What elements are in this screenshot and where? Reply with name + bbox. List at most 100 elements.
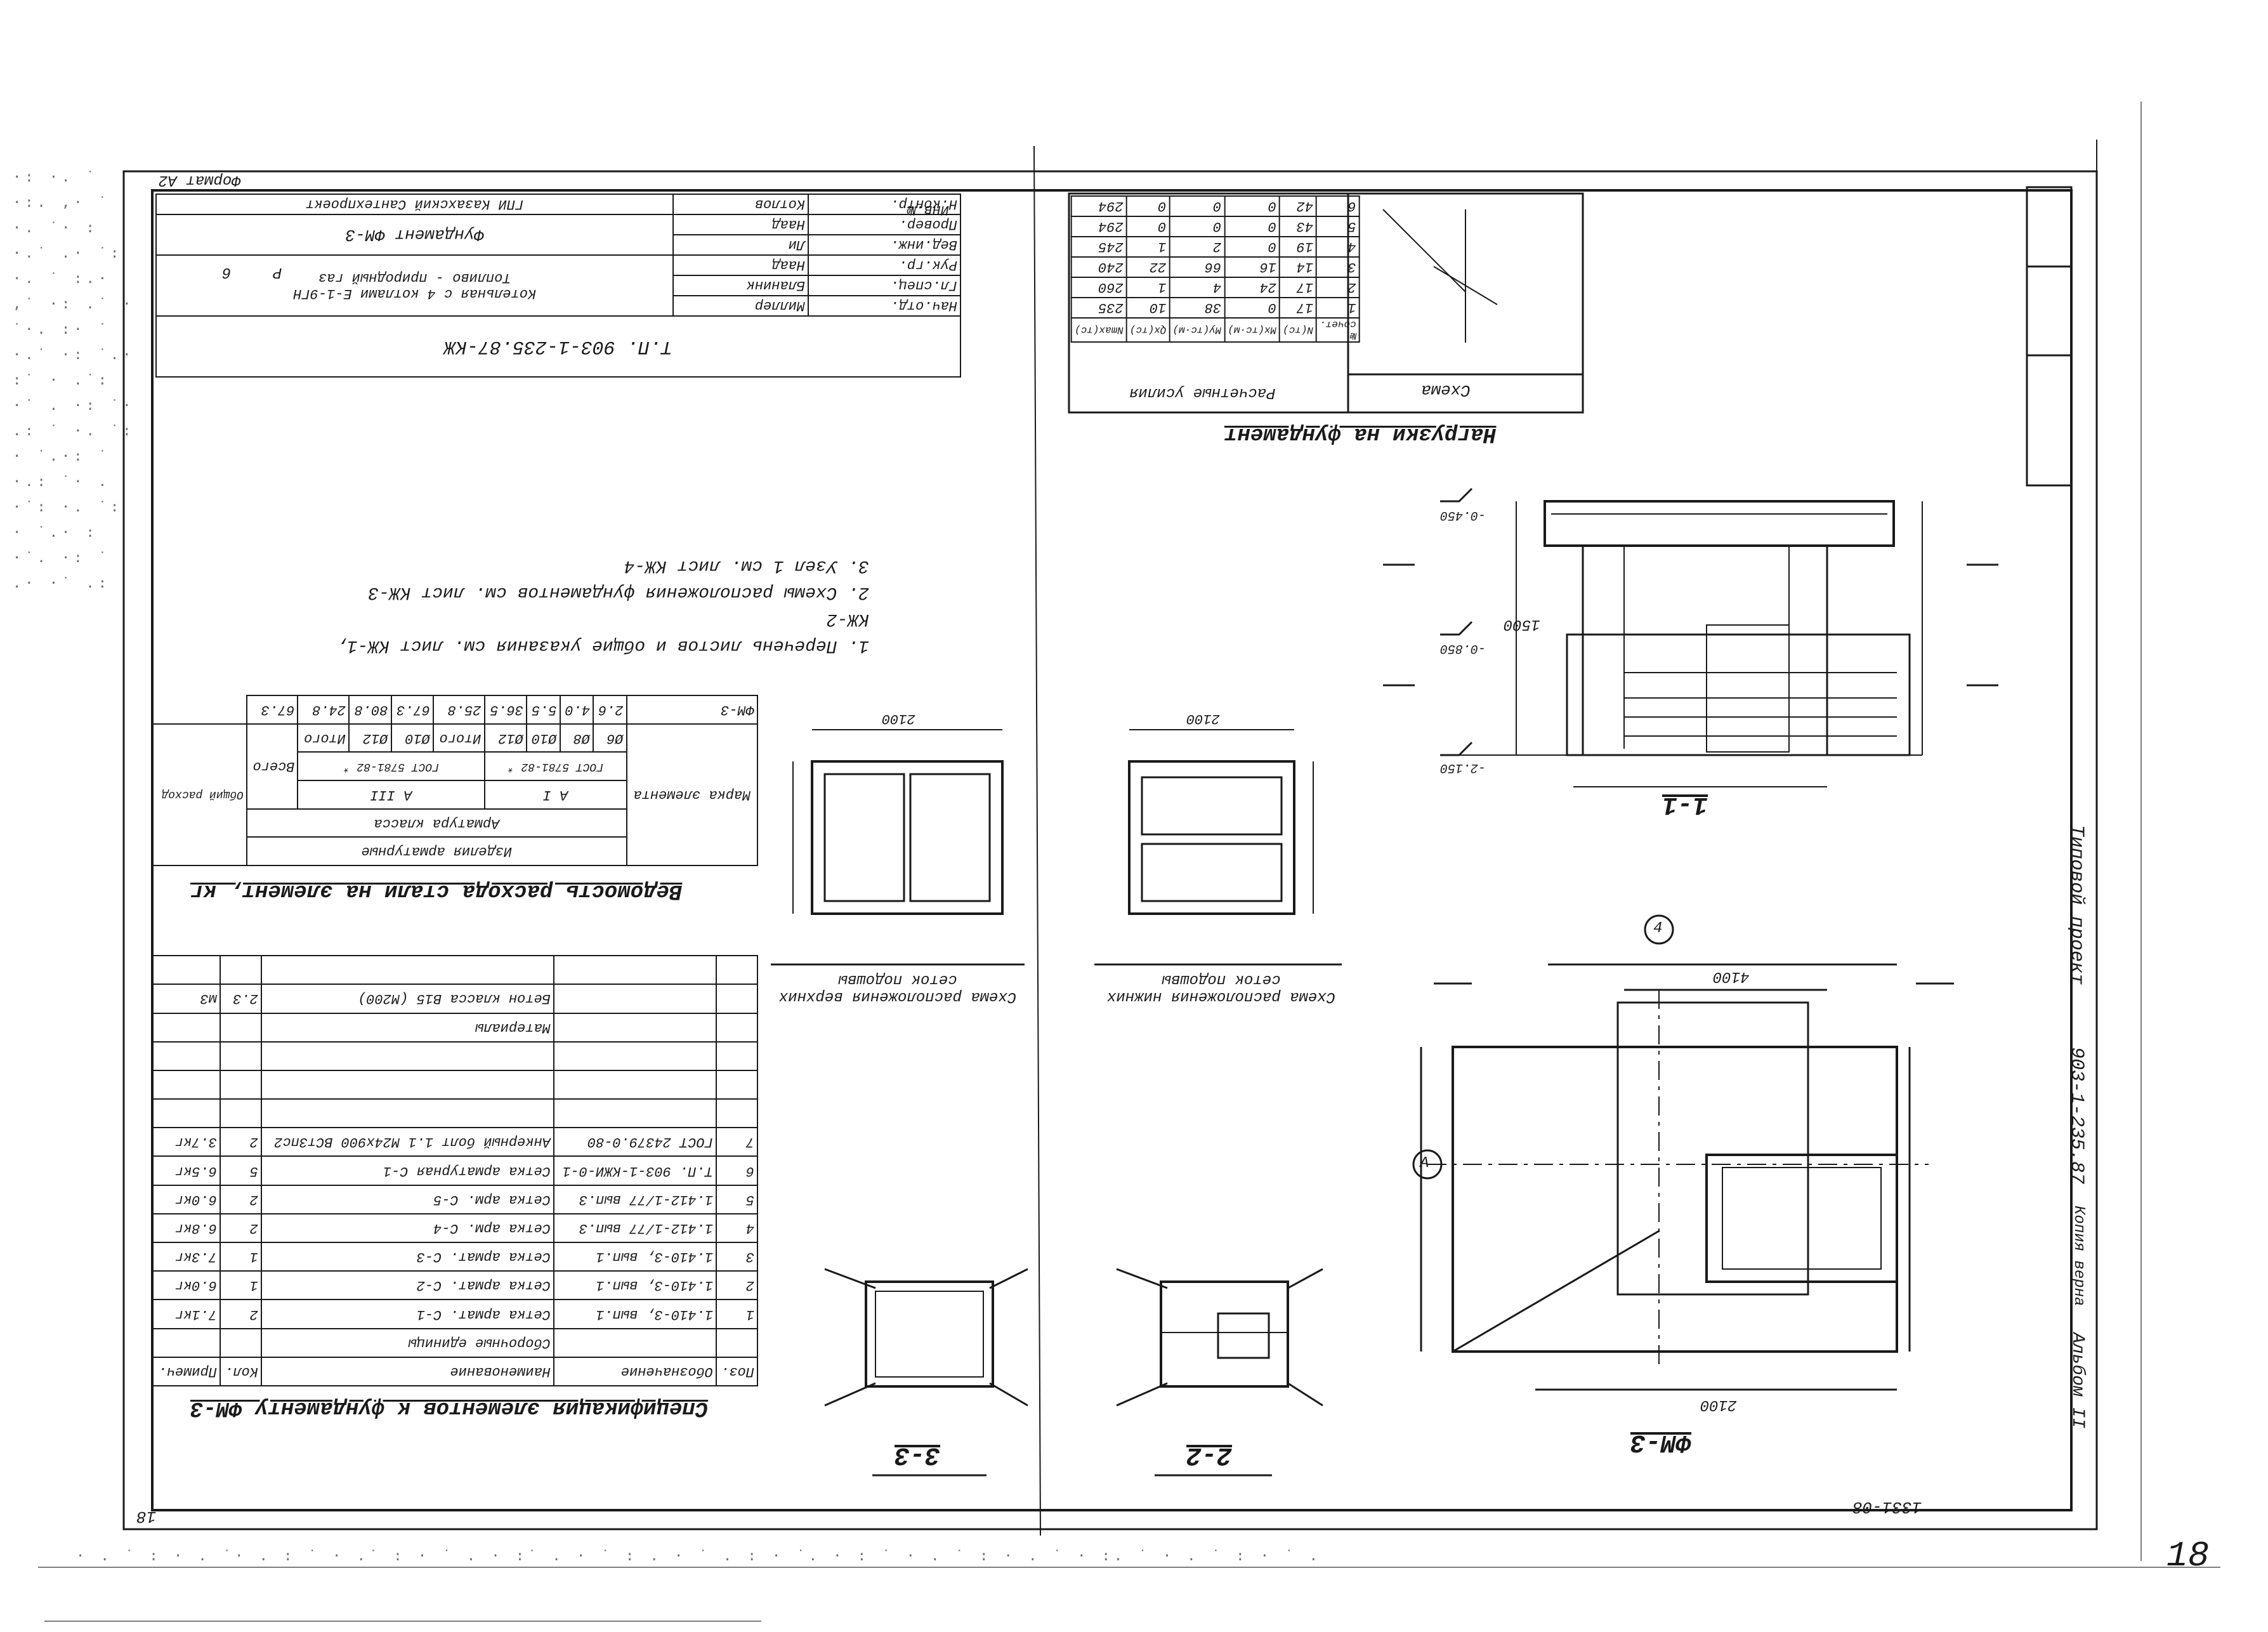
loads-cell: 6 bbox=[1316, 196, 1360, 216]
section-11-base bbox=[1566, 633, 1911, 756]
stamp-format: Формат А2 bbox=[159, 171, 241, 188]
loads-cell: 0 bbox=[1169, 216, 1225, 237]
stamp-role-4: Вед.инж. bbox=[808, 235, 960, 255]
steel-d8: Итого bbox=[298, 723, 349, 753]
loads-cell: 14 bbox=[1280, 257, 1317, 277]
mesh-lower-label: Схема расположения нижних сеток подошвы bbox=[1106, 971, 1336, 1005]
loads-cell: 235 bbox=[1072, 298, 1127, 318]
inner-frame bbox=[151, 189, 2073, 1511]
stamp-organization: ГПИ Казахский Сантехпроект bbox=[156, 194, 674, 214]
steel-d1: Ø6 bbox=[593, 723, 627, 753]
frame-bottom-page: 18 bbox=[2166, 1536, 2210, 1576]
loads-cell: 4 bbox=[1169, 277, 1225, 298]
spec-material-name: Бетон класса В15 (М200) bbox=[261, 984, 554, 1013]
loads-cell: 10 bbox=[1126, 298, 1170, 318]
note-1: 1. Перечень листов и общие указания см. … bbox=[336, 609, 869, 655]
lower-mesh-outline bbox=[1128, 760, 1295, 915]
spec-row: 7 ГОСТ 24379.0-80 Анкерный болт 1.1 М24х… bbox=[153, 1128, 757, 1157]
loads-cell: 16 bbox=[1224, 257, 1280, 277]
steel-gost-a3: ГОСТ 5781-82 * bbox=[298, 752, 485, 781]
stamp-role-1: Нач.отд. bbox=[808, 296, 960, 316]
spec-cell: ГОСТ 24379.0-80 bbox=[553, 1128, 717, 1157]
stamp-name-1: Миллер bbox=[673, 296, 809, 316]
spec-section-assembly: Сборочные единицы bbox=[261, 1328, 554, 1357]
loads-cell: 17 bbox=[1280, 298, 1317, 318]
spec-cell: 2 bbox=[220, 1185, 261, 1214]
section-22-label: 2-2 bbox=[1186, 1440, 1233, 1469]
dim-1500: 1500 bbox=[1504, 615, 1540, 633]
loads-h-1: N(тс) bbox=[1280, 318, 1317, 342]
dim-2100-upper: 2100 bbox=[882, 711, 915, 727]
spec-h-0: Поз. bbox=[716, 1357, 757, 1386]
spec-cell: 6.8кг bbox=[153, 1213, 220, 1243]
stamp-sheet-name: Фундамент ФМ-3 bbox=[156, 214, 674, 255]
section-11-cap bbox=[1544, 500, 1895, 547]
plan-column bbox=[1705, 1154, 1898, 1283]
stamp-name-5: Наад bbox=[673, 214, 809, 235]
spec-row: 5 1.412-1/77 вып.3 Сетка арм. С-5 2 6.0к… bbox=[153, 1185, 757, 1214]
section-11-label: 1-1 bbox=[1662, 790, 1708, 819]
stamp-name-2: Бланинк bbox=[673, 275, 809, 296]
stamp-name-6: Котлов bbox=[673, 194, 809, 214]
spec-cell: 2 bbox=[716, 1271, 757, 1300]
spec-cell: 4 bbox=[716, 1213, 757, 1243]
spec-cell: 7.1кг bbox=[153, 1300, 220, 1329]
spec-cell: Сетка армат. С-2 bbox=[261, 1271, 554, 1300]
steel-v1: 2.6 bbox=[593, 695, 627, 724]
loads-cell: 3 bbox=[1316, 257, 1360, 277]
steel-col-total: Всего bbox=[247, 723, 298, 809]
spec-cell: Анкерный болт 1.1 М24х900 ВСт3пс2 bbox=[261, 1128, 554, 1157]
steel-col-a1: А I bbox=[484, 780, 627, 809]
spec-cell: 6.5кг bbox=[153, 1156, 220, 1185]
elev-top: -0.450 bbox=[1440, 508, 1486, 522]
loads-cell: 22 bbox=[1126, 257, 1170, 277]
steel-row-mark: ФМ-3 bbox=[626, 695, 757, 724]
loads-table: № сочет. N(тс) Mx(тс·м) My(тс·м) Qx(тс) … bbox=[1071, 195, 1360, 343]
loads-cell: 0 bbox=[1224, 298, 1280, 318]
steel-v6: 67.3 bbox=[391, 695, 434, 724]
loads-cell: 17 bbox=[1280, 277, 1317, 298]
steel-d2: Ø8 bbox=[560, 723, 594, 753]
steel-gost-a1: ГОСТ 5781-82 * bbox=[484, 752, 627, 781]
loads-row: 1 17 0 38 10 235 bbox=[1072, 298, 1360, 318]
loads-h-2: Mx(тс·м) bbox=[1224, 318, 1280, 342]
loads-cell: 294 bbox=[1072, 196, 1127, 216]
steel-table: Марка элемента Изделия арматурные Общий … bbox=[152, 695, 758, 866]
steel-d4: Ø12 bbox=[484, 723, 527, 753]
plan-footing-outline bbox=[1452, 1046, 1898, 1353]
section-33-outline bbox=[865, 1280, 994, 1388]
spec-cell: 7.3кг bbox=[153, 1242, 220, 1272]
spec-cell: 6.0кг bbox=[153, 1185, 220, 1214]
loads-cell: 240 bbox=[1072, 257, 1127, 277]
scan-noise-bottom: · . ˙ : · . ˙· . : ˙ · .˙ : · ˙ . · :˙ .… bbox=[76, 1548, 1322, 1564]
loads-cell: 1 bbox=[1126, 277, 1170, 298]
frame-bottom-code: 1331-08 bbox=[1852, 1497, 1922, 1517]
steel-v3: 5.5 bbox=[527, 695, 560, 724]
loads-subtitle: Расчетные усилия bbox=[1129, 384, 1276, 401]
loads-cell: 4 bbox=[1316, 237, 1360, 257]
spec-section-materials: Материалы bbox=[261, 1013, 554, 1042]
spec-cell: 1 bbox=[220, 1271, 261, 1300]
spec-cell: 6.0кг bbox=[153, 1271, 220, 1300]
spec-row: 1 1.410-3, вып.1 Сетка армат. С-1 2 7.1к… bbox=[153, 1300, 757, 1329]
steel-title: Ведомость расхода стали на элемент, кг bbox=[190, 879, 683, 903]
spec-cell: 1.410-3, вып.1 bbox=[553, 1242, 717, 1272]
spec-cell: 1.410-3, вып.1 bbox=[553, 1271, 717, 1300]
steel-row: ФМ-3 2.6 4.0 5.5 36.5 25.8 67.3 80.8 24.… bbox=[153, 695, 757, 724]
loads-h-4: Qx(тс) bbox=[1126, 318, 1170, 342]
spec-cell: 5 bbox=[220, 1156, 261, 1185]
frame-right-code: 903-1-235.87 bbox=[2066, 1047, 2087, 1185]
spec-h-1: Обозначение bbox=[553, 1357, 717, 1386]
spec-cell: 2 bbox=[220, 1213, 261, 1243]
mesh-upper-label: Схема расположения верхних сеток подошвы bbox=[778, 971, 1017, 1005]
stamp-role-2: Гл.спец. bbox=[808, 275, 960, 296]
loads-cell: 19 bbox=[1280, 237, 1317, 257]
section-22-outline bbox=[1160, 1280, 1289, 1388]
spec-cell: Сетка арм. С-4 bbox=[261, 1213, 554, 1243]
loads-cell: 5 bbox=[1316, 216, 1360, 237]
loads-row: 6 42 0 0 0 294 bbox=[1072, 196, 1360, 216]
spec-material-unit: м3 bbox=[153, 984, 220, 1013]
steel-v4: 36.5 bbox=[484, 695, 527, 724]
loads-cell: 24 bbox=[1224, 277, 1280, 298]
